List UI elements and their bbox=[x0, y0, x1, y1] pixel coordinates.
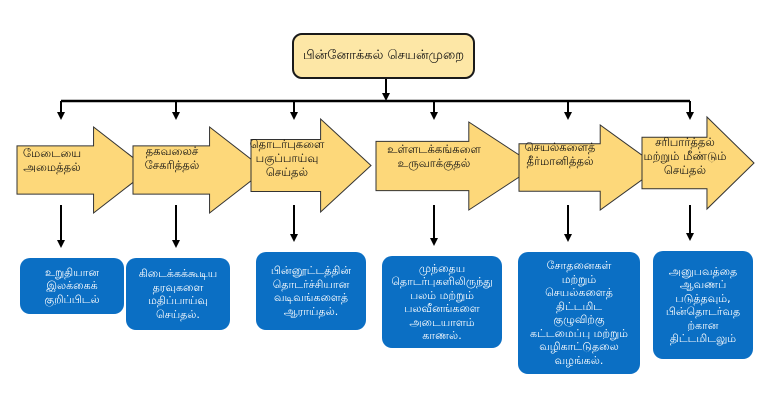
description-line: கட்டமைப்பு மற்றும் bbox=[529, 326, 629, 340]
step-label-5: செயல்களைத்தீர்மானித்தல் bbox=[525, 140, 596, 168]
description-line: மற்றும் bbox=[561, 272, 597, 286]
step-label-line: உள்ளடக்கங்களை bbox=[387, 142, 481, 156]
step-label-line: செயல்களைத் bbox=[524, 140, 596, 154]
step-label-6: சரிபார்த்தல்மற்றும் மீண்டும்செய்தல் bbox=[643, 135, 726, 177]
step-arrow-3 bbox=[250, 117, 372, 214]
step-label-line: அமைத்தல் bbox=[23, 160, 81, 174]
description-line: முந்தைய bbox=[418, 261, 466, 275]
step-label-line: தகவலைச் bbox=[145, 144, 199, 158]
step-label-line: பகுப்பாய்வு bbox=[255, 151, 319, 165]
step-label-2: தகவலைச்சேகரித்தல் bbox=[145, 144, 200, 172]
step-label-line: செய்தல் bbox=[265, 165, 309, 179]
step-label-1: மேடையைஅமைத்தல் bbox=[23, 146, 81, 174]
description-line: வழிகாட்டுதலை bbox=[539, 340, 619, 353]
step-arrow-5 bbox=[518, 124, 660, 211]
description-line: தரவுகளை bbox=[152, 280, 204, 294]
step-arrow-1 bbox=[16, 125, 150, 215]
step-label-3: தொடர்புகளைபகுப்பாய்வுசெய்தல் bbox=[250, 137, 325, 179]
description-line: மதிப்பாய்வு bbox=[148, 294, 208, 307]
description-line: காணல். bbox=[422, 329, 462, 342]
step-label-line: உருவாக்குதல் bbox=[397, 156, 471, 170]
description-line: படுத்தவும், bbox=[675, 291, 731, 305]
step-label-line: சேகரித்தல் bbox=[144, 158, 200, 172]
description-line: தொடர்ச்சியான bbox=[272, 277, 350, 291]
description-line: தொடர்புகளிலிருந்து bbox=[391, 275, 493, 288]
process-title: பின்னோக்கல் செயன்முறை bbox=[292, 33, 475, 79]
description-line: பின்னூட்டத்தின் bbox=[270, 264, 352, 277]
description-line: கிடைக்கக்கூடிய bbox=[138, 267, 218, 280]
step-label-line: மேடையை bbox=[22, 146, 82, 160]
description-line: ற்கான bbox=[687, 318, 719, 332]
description-line: ஆவணப் bbox=[679, 278, 727, 291]
description-line: குழுவிற்கு bbox=[553, 313, 605, 326]
description-line: உறுதியான bbox=[44, 265, 100, 279]
description-line: இலக்கைக் bbox=[46, 279, 98, 293]
step-arrows bbox=[16, 115, 755, 215]
description-line: ஆராய்தல். bbox=[283, 304, 339, 318]
description-line: பின்தொடர்வத bbox=[665, 305, 741, 318]
step-arrow-2 bbox=[132, 125, 266, 215]
description-line: திட்டமிட bbox=[555, 299, 603, 313]
description-line: பலவீனங்களை bbox=[404, 302, 480, 315]
description-line: செயல்களைத் bbox=[545, 286, 613, 299]
description-line: பலம் மற்றும் bbox=[409, 288, 475, 302]
description-line: செய்தல். bbox=[156, 307, 200, 321]
description-line: திட்டமிடலும் bbox=[669, 332, 737, 345]
step-arrow-6 bbox=[641, 115, 755, 211]
step-label-line: தொடர்புகளை bbox=[249, 137, 325, 151]
step-label-line: செய்தல் bbox=[663, 163, 707, 177]
step-label-line: தீர்மானித்தல் bbox=[526, 154, 594, 168]
connector-lines bbox=[57, 79, 694, 120]
step-label-4: உள்ளடக்கங்களைஉருவாக்குதல் bbox=[387, 142, 481, 170]
description-line: அடையாளம் bbox=[409, 315, 475, 329]
step-label-line: மற்றும் மீண்டும் bbox=[643, 149, 727, 163]
step-arrow-4 bbox=[375, 121, 537, 211]
drop-arrows bbox=[57, 205, 694, 248]
description-line: வழங்கல். bbox=[554, 353, 604, 367]
description-line: வடிவங்களைத் bbox=[274, 291, 348, 304]
description-line: சோதனைகள் bbox=[546, 259, 612, 272]
step-label-line: சரிபார்த்தல் bbox=[655, 135, 715, 149]
description-line: அனுபவத்தை bbox=[668, 264, 738, 278]
description-line: குறிப்பிடல் bbox=[44, 292, 100, 306]
